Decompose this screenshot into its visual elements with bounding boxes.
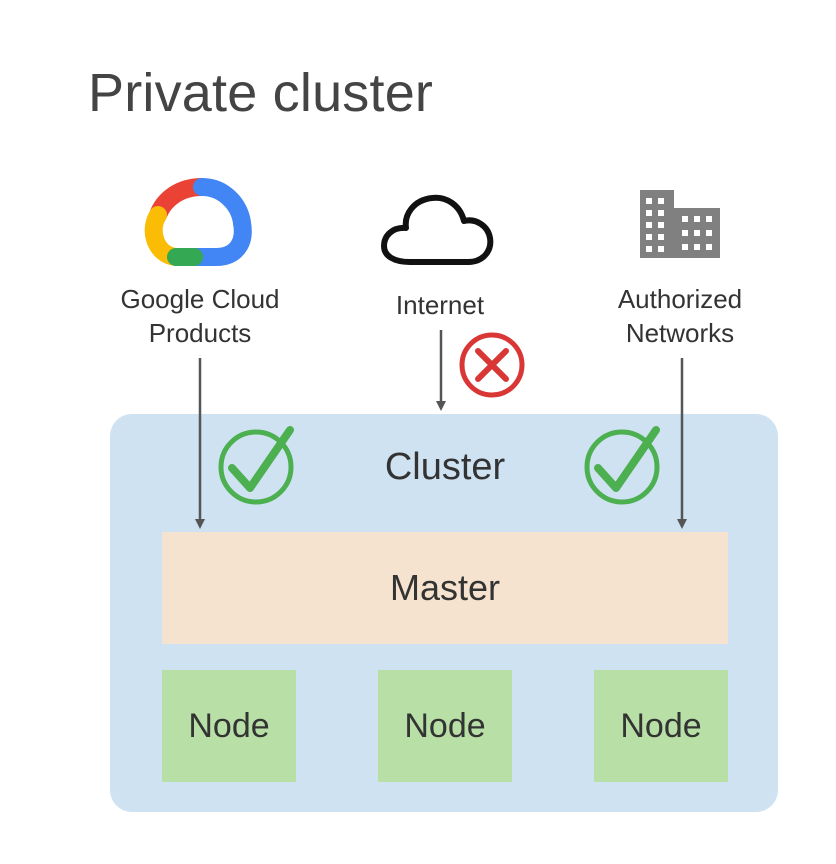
master-label: Master	[389, 567, 501, 608]
node-label: Node	[404, 706, 486, 745]
blocked-x-icon	[459, 332, 525, 398]
gcp-label-line2: Products	[148, 318, 252, 348]
master-box: Master	[162, 532, 728, 644]
node-box: Node	[594, 670, 728, 782]
building-icon	[640, 190, 720, 258]
authorized-networks-label: Authorized Networks	[590, 282, 770, 350]
node-label: Node	[620, 706, 702, 745]
authorized-label-line2: Networks	[625, 318, 735, 348]
internet-label-line1: Internet	[395, 290, 485, 320]
node-label: Node	[188, 706, 270, 745]
google-cloud-logo-icon	[144, 178, 252, 266]
page-title: Private cluster	[88, 63, 434, 123]
authorized-label-line1: Authorized	[617, 284, 743, 314]
cloud-outline-icon	[381, 194, 494, 265]
gcp-label-line1: Google Cloud	[120, 284, 280, 314]
gcp-label: Google Cloud Products	[95, 282, 305, 350]
node-box: Node	[162, 670, 296, 782]
node-box: Node	[378, 670, 512, 782]
cluster-label: Cluster	[384, 446, 506, 488]
internet-label: Internet	[370, 288, 510, 322]
